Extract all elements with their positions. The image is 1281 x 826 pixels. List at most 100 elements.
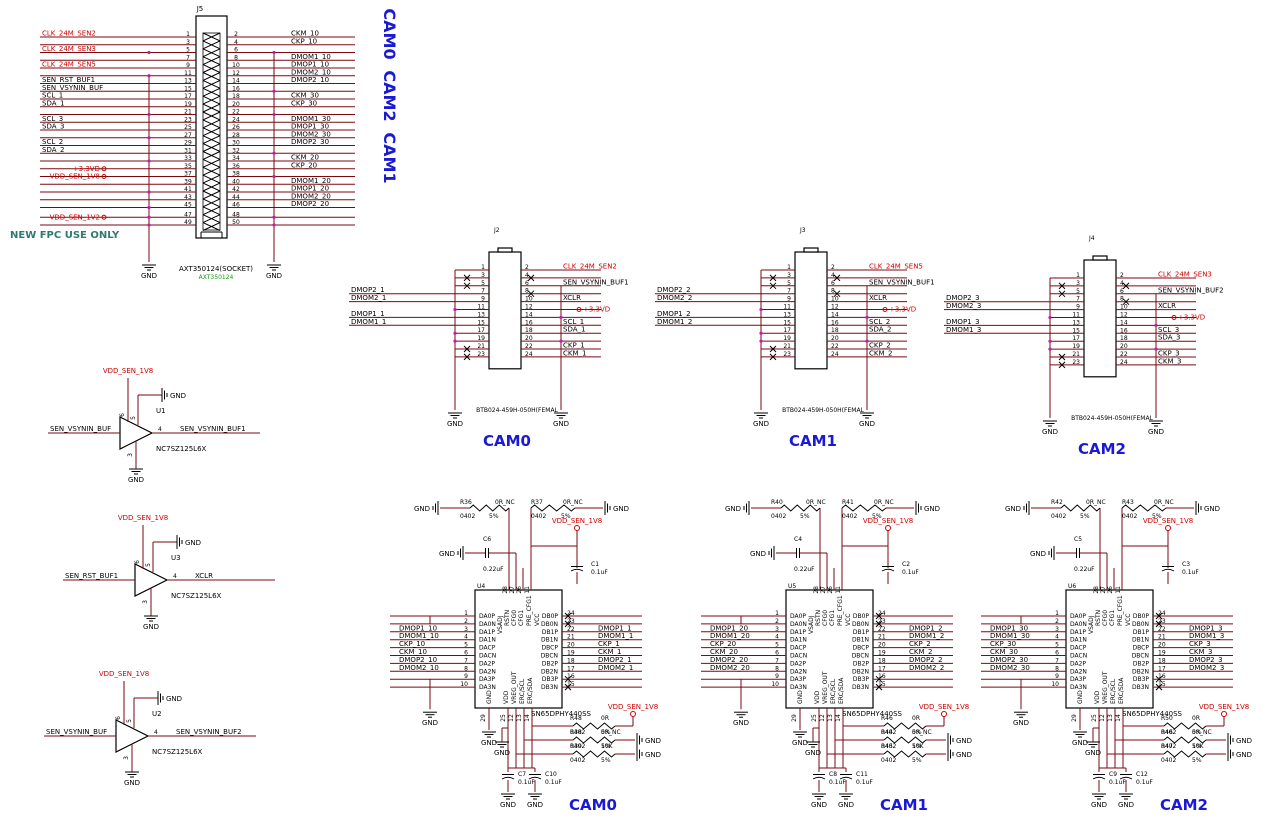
redriver-top-pin: 26: [1107, 586, 1114, 594]
buffer-out-net: SEN_VSYNIN_BUF2: [176, 728, 242, 736]
resistor-package: 0402: [881, 729, 896, 736]
btb-left-net: DMOP1_1: [351, 310, 385, 318]
btb-left-pin: 15: [783, 319, 791, 326]
btb-part: BTB024-459H-050H(FEMAL: [782, 407, 864, 414]
btb-left-pin: 15: [1072, 327, 1080, 334]
resistor-package: 0402: [570, 757, 585, 764]
redriver-right-pin: 19: [1158, 650, 1166, 657]
redriver-left-pin-name: DA1P: [479, 629, 495, 636]
redriver-bottom-pin: 29: [1071, 714, 1078, 722]
btb-left-pin: 17: [1072, 335, 1080, 342]
buffer-pin: 4: [173, 573, 177, 580]
btb-right-pin: 22: [1120, 351, 1128, 358]
group-label-cam0: CAM0: [380, 8, 399, 59]
btb-right-pin: 10: [525, 296, 533, 303]
junction-dot: [147, 50, 151, 55]
resistor-symbol: [1163, 722, 1207, 730]
redriver-top-pin: 11: [835, 586, 842, 594]
j5-right-pin: 28: [232, 132, 240, 139]
junction-dot: [147, 205, 151, 210]
btb-left-pin: 21: [1072, 351, 1080, 358]
power-port: [885, 525, 891, 531]
redriver-top-pin-name: PRE_CFG1: [526, 595, 533, 626]
redriver-right-pin-name: DBCP: [853, 645, 870, 652]
redriver-left-pin: 5: [1055, 642, 1059, 649]
redriver-top-pin: 28: [813, 586, 820, 594]
no-connect-mark: [1058, 361, 1066, 369]
redriver-right-net: CKM_2: [909, 648, 932, 656]
junction-dot: [147, 159, 151, 163]
resistor-package: 0402: [1122, 513, 1137, 520]
redriver-bottom-pin-name: ERC/SDA: [838, 677, 845, 704]
resistor-symbol: [1163, 736, 1207, 744]
j5-ref: J5: [196, 5, 204, 13]
j5-right-pin: 32: [232, 147, 240, 154]
redriver-right-pin-name: DB3N: [1132, 684, 1149, 691]
j5-left-pin: 33: [184, 155, 192, 162]
ground-label: GND: [447, 420, 463, 428]
redriver-top-pin-name: CFG0: [822, 610, 829, 626]
junction-dot: [147, 215, 151, 219]
btb-right-pin: 18: [831, 327, 839, 334]
resistor-value: 0R_NC: [806, 499, 826, 506]
power-label: VDD_SEN_1V8: [863, 517, 913, 525]
redriver-right-net: CKP_2: [909, 640, 931, 648]
resistor-tol: 5%: [1192, 757, 1202, 764]
j5-hatch: [202, 111, 221, 121]
junction-dot: [453, 339, 457, 343]
redriver-right-pin-name: DBCN: [852, 653, 869, 660]
resistor-ref: R46: [1161, 729, 1173, 736]
btb-left-net: DMOM1_1: [351, 318, 386, 326]
no-connect-mark: [1058, 353, 1066, 361]
ground-label: GND: [1236, 737, 1252, 745]
btb-left-net: DMOM1_2: [657, 318, 692, 326]
resistor-ref: R46: [881, 715, 893, 722]
btb-left-pin: 13: [783, 311, 791, 318]
redriver-bottom-pin-name: VDD: [503, 690, 510, 704]
no-connect-mark: [564, 675, 572, 683]
junction-dot: [759, 331, 763, 335]
btb-left-pin: 17: [477, 327, 485, 334]
btb-right-net: CKM_2: [869, 349, 892, 357]
j5-right-net: CKM_20: [291, 154, 319, 162]
j5-value: AXT350124: [199, 274, 234, 281]
redriver-right-pin-name: DB1P: [1133, 629, 1150, 636]
redriver-right-pin-name: DB3N: [541, 684, 558, 691]
capacitor-ref: C7: [518, 771, 526, 778]
btb-right-net: +3.3VD: [583, 306, 610, 314]
btb-left-pin: 7: [1076, 296, 1080, 303]
resistor-ref: R43: [1122, 499, 1134, 506]
j5-right-pin: 40: [232, 178, 240, 185]
redriver-left-pin: 5: [464, 642, 468, 649]
redriver-bottom-pin-name: ERC/SDA: [1118, 677, 1125, 704]
redriver-bottom-pin: 25: [1091, 714, 1098, 722]
j5-hatch: [202, 48, 221, 58]
j5-right-pin: 18: [232, 93, 240, 100]
j5-right-pin: 4: [234, 39, 238, 46]
j5-left-net: SDA_3: [42, 123, 64, 131]
redriver-left-pin-name: DA0P: [790, 613, 806, 620]
junction-dot: [1048, 339, 1052, 343]
redriver-left-pin: 3: [1055, 626, 1059, 633]
redriver-left-pin-name: DA3N: [790, 684, 807, 691]
junction-dot: [865, 315, 869, 319]
resistor-tol: 5%: [601, 757, 611, 764]
j5-left-net: SDA_1: [42, 99, 64, 107]
redriver-left-pin-name: DA3N: [479, 684, 496, 691]
redriver-ref: U6: [1068, 583, 1076, 590]
redriver-left-pin: 10: [1051, 681, 1059, 688]
resistor-value: 0R_NC: [563, 499, 583, 506]
redriver-left-pin-name: DACN: [479, 653, 496, 660]
redriver-right-pin: 22: [1158, 626, 1166, 633]
redriver-left-pin: 9: [1055, 673, 1059, 680]
capacitor-value: 0.22uF: [483, 566, 504, 573]
resistor-value: 0R_NC: [874, 499, 894, 506]
capacitor-value: 0.1uF: [856, 779, 873, 786]
btb-right-net: CKP_1: [563, 342, 585, 350]
redriver-right-pin: 22: [567, 626, 575, 633]
ground-label: GND: [1005, 505, 1021, 513]
redriver-bottom-pin-name: ERC/SCL: [1110, 678, 1117, 704]
redriver-left-net: DMOM2_30: [990, 664, 1030, 672]
resistor-tol: 5%: [1192, 729, 1202, 736]
